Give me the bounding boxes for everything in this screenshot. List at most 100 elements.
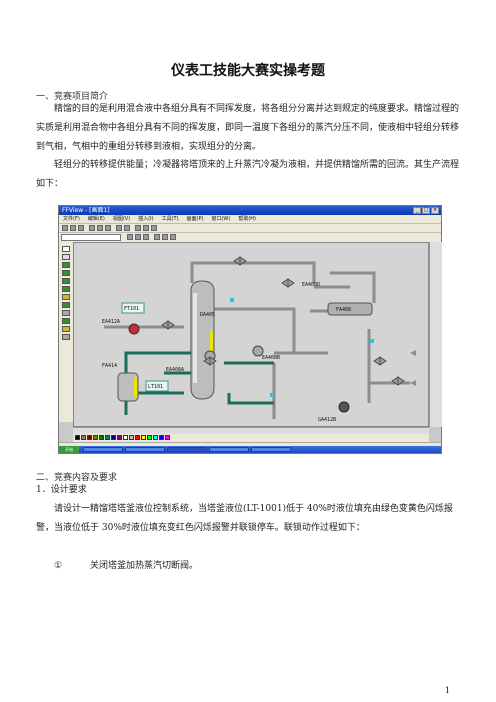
color-swatch[interactable] [159, 435, 164, 440]
maximize-icon[interactable]: □ [422, 207, 430, 214]
color-swatch[interactable] [165, 435, 170, 440]
connection-marker [230, 298, 234, 302]
taskbar-item[interactable] [83, 447, 123, 452]
taskbar-item[interactable] [125, 447, 165, 452]
section2-item1-marker: ① [54, 561, 63, 571]
color-swatch[interactable] [135, 435, 140, 440]
window-controls: _ □ × [413, 207, 439, 214]
menu-window[interactable]: 窗口(W) [211, 216, 231, 222]
steam-valve-icon[interactable] [203, 356, 217, 366]
process-flow-diagram: DA405 FA408 EA408D EA408A EA408B EA412A … [102, 256, 416, 423]
bar-tool-icon[interactable] [62, 326, 70, 332]
select-tool-icon[interactable] [62, 246, 70, 252]
horizontal-scrollbar[interactable] [73, 427, 429, 435]
bold-icon[interactable] [127, 234, 133, 240]
vertical-scrollbar[interactable] [429, 242, 442, 427]
zoom-icon[interactable] [135, 225, 141, 231]
color-swatch[interactable] [129, 435, 134, 440]
menu-insert[interactable]: 插入(I) [138, 216, 154, 222]
menu-help[interactable]: 帮助(H) [238, 216, 256, 222]
taskbar-item-active[interactable] [167, 447, 207, 452]
connection-marker [270, 393, 274, 397]
cut-icon[interactable] [89, 225, 95, 231]
status-bar [59, 442, 441, 447]
line-tool-icon[interactable] [62, 254, 70, 260]
bottom-pump-icon[interactable] [338, 401, 350, 413]
open-icon[interactable] [70, 225, 76, 231]
pipe-tool-icon[interactable] [62, 302, 70, 308]
section2-heading: 二、竞赛内容及要求 [36, 473, 118, 483]
section1-para2: 轻组分的转移提供能量；冷凝器将塔顶来的上升蒸汽冷凝为液相，并提供精馏所需的回流。… [36, 160, 460, 189]
polygon-tool-icon[interactable] [62, 278, 70, 284]
paste-icon[interactable] [105, 225, 111, 231]
menu-edit[interactable]: 编辑(E) [87, 216, 105, 222]
outlet-arrow-icon [410, 380, 416, 386]
color-swatch[interactable] [153, 435, 158, 440]
new-icon[interactable] [62, 225, 68, 231]
align-center-icon[interactable] [162, 234, 168, 240]
reflux-valve-icon[interactable] [281, 278, 295, 288]
section2-para1: 请设计一精馏塔塔釜液位控制系统，当塔釜液位(LT-1001)低于 40%时液位填… [36, 504, 453, 533]
toolbar-2 [59, 232, 441, 243]
condenser [327, 302, 373, 316]
color-swatch[interactable] [75, 435, 80, 440]
color-swatch[interactable] [111, 435, 116, 440]
color-swatch[interactable] [141, 435, 146, 440]
trend-tool-icon[interactable] [62, 334, 70, 340]
align-left-icon[interactable] [154, 234, 160, 240]
readout-ft101 [121, 302, 145, 314]
tank-tool-icon[interactable] [62, 318, 70, 324]
text-tool-icon[interactable] [62, 294, 70, 300]
underline-icon[interactable] [143, 234, 149, 240]
color-swatch[interactable] [99, 435, 104, 440]
run-icon[interactable] [143, 225, 149, 231]
section1-heading: 一、竞赛项目简介 [36, 92, 109, 102]
menu-bar: 文件(F) 编辑(E) 视图(V) 插入(I) 工具(T) 画面(P) 窗口(W… [59, 215, 441, 223]
color-swatch[interactable] [123, 435, 128, 440]
reflux-pipe [209, 307, 296, 353]
overhead-pipe [190, 261, 316, 283]
menu-file[interactable]: 文件(F) [63, 216, 80, 222]
color-swatch[interactable] [93, 435, 98, 440]
taskbar-item[interactable] [251, 447, 291, 452]
taskbar-item[interactable] [209, 447, 249, 452]
condenser-top-label: EA408D [302, 282, 320, 288]
distillation-tower [190, 280, 215, 400]
top-right-pipe [330, 271, 376, 303]
color-swatch[interactable] [105, 435, 110, 440]
color-swatch[interactable] [147, 435, 152, 440]
drum-fa414 [117, 372, 139, 402]
product-out-valve-icon[interactable] [391, 376, 405, 386]
color-swatch[interactable] [117, 435, 122, 440]
color-swatch[interactable] [87, 435, 92, 440]
taskbar: 开始 [59, 446, 441, 453]
italic-icon[interactable] [135, 234, 141, 240]
feed-pump-icon[interactable] [128, 323, 140, 335]
redo-icon[interactable] [124, 225, 130, 231]
reboiler-b-valve-icon[interactable] [252, 345, 264, 357]
font-combo[interactable] [61, 234, 121, 241]
menu-tools[interactable]: 工具(T) [161, 216, 179, 222]
minimize-icon[interactable]: _ [413, 207, 421, 214]
drawing-toolbox [59, 242, 73, 422]
undo-icon[interactable] [116, 225, 122, 231]
condenser-label: FA408 [336, 307, 351, 313]
copy-icon[interactable] [97, 225, 103, 231]
product-valve-icon[interactable] [373, 356, 387, 366]
feed-valve-icon[interactable] [161, 320, 175, 330]
drum-level-bar [134, 377, 137, 397]
overhead-valve-icon[interactable] [233, 256, 247, 266]
rect-tool-icon[interactable] [62, 262, 70, 268]
start-button[interactable]: 开始 [59, 446, 79, 453]
stop-icon[interactable] [151, 225, 157, 231]
close-icon[interactable]: × [431, 207, 439, 214]
align-right-icon[interactable] [170, 234, 176, 240]
menu-view[interactable]: 视图(V) [112, 216, 131, 222]
ellipse-tool-icon[interactable] [62, 270, 70, 276]
process-screenshot: FFView - [画面1] _ □ × 文件(F) 编辑(E) 视图(V) 插… [58, 205, 442, 454]
valve-tool-icon[interactable] [62, 310, 70, 316]
arc-tool-icon[interactable] [62, 286, 70, 292]
color-swatch[interactable] [81, 435, 86, 440]
menu-page[interactable]: 画面(P) [186, 216, 204, 222]
save-icon[interactable] [78, 225, 84, 231]
